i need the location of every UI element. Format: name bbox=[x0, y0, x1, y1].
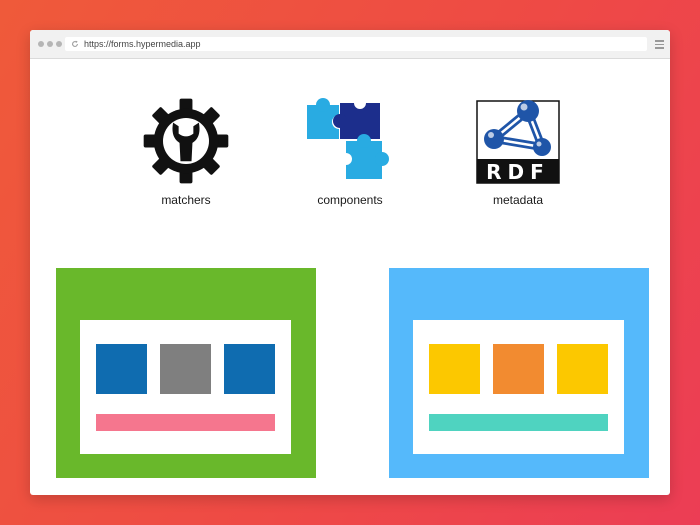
feature-label: components bbox=[317, 193, 383, 207]
feature-matchers: matchers bbox=[121, 95, 251, 207]
form-block bbox=[160, 344, 211, 394]
form-block bbox=[429, 344, 480, 394]
window-control-dot[interactable] bbox=[47, 41, 53, 47]
rdf-logo: RDF bbox=[453, 95, 583, 187]
form-card bbox=[80, 320, 291, 454]
form-block bbox=[493, 344, 544, 394]
feature-label: matchers bbox=[161, 193, 211, 207]
feature-metadata: RDF metadata bbox=[453, 95, 583, 207]
browser-toolbar: https://forms.hypermedia.app bbox=[30, 30, 670, 59]
feature-components: components bbox=[285, 95, 415, 207]
puzzle-pieces-icon bbox=[285, 95, 415, 187]
green-form-panel bbox=[56, 268, 316, 478]
form-block bbox=[557, 344, 608, 394]
browser-window: https://forms.hypermedia.app bbox=[30, 30, 670, 495]
blue-form-panel bbox=[389, 268, 649, 478]
url-text[interactable]: https://forms.hypermedia.app bbox=[84, 39, 201, 49]
form-bar bbox=[96, 414, 275, 431]
window-control-dot[interactable] bbox=[56, 41, 62, 47]
gear-wrench-icon bbox=[121, 95, 251, 187]
feature-label: metadata bbox=[492, 193, 544, 207]
window-controls bbox=[38, 41, 62, 47]
reload-icon[interactable] bbox=[68, 37, 82, 51]
form-card bbox=[413, 320, 624, 454]
form-bar bbox=[429, 414, 608, 431]
address-bar[interactable]: https://forms.hypermedia.app bbox=[65, 37, 647, 51]
window-control-dot[interactable] bbox=[38, 41, 44, 47]
form-block bbox=[96, 344, 147, 394]
rdf-logo-text: RDF bbox=[486, 160, 550, 184]
form-block bbox=[224, 344, 275, 394]
menu-icon[interactable] bbox=[655, 40, 664, 51]
